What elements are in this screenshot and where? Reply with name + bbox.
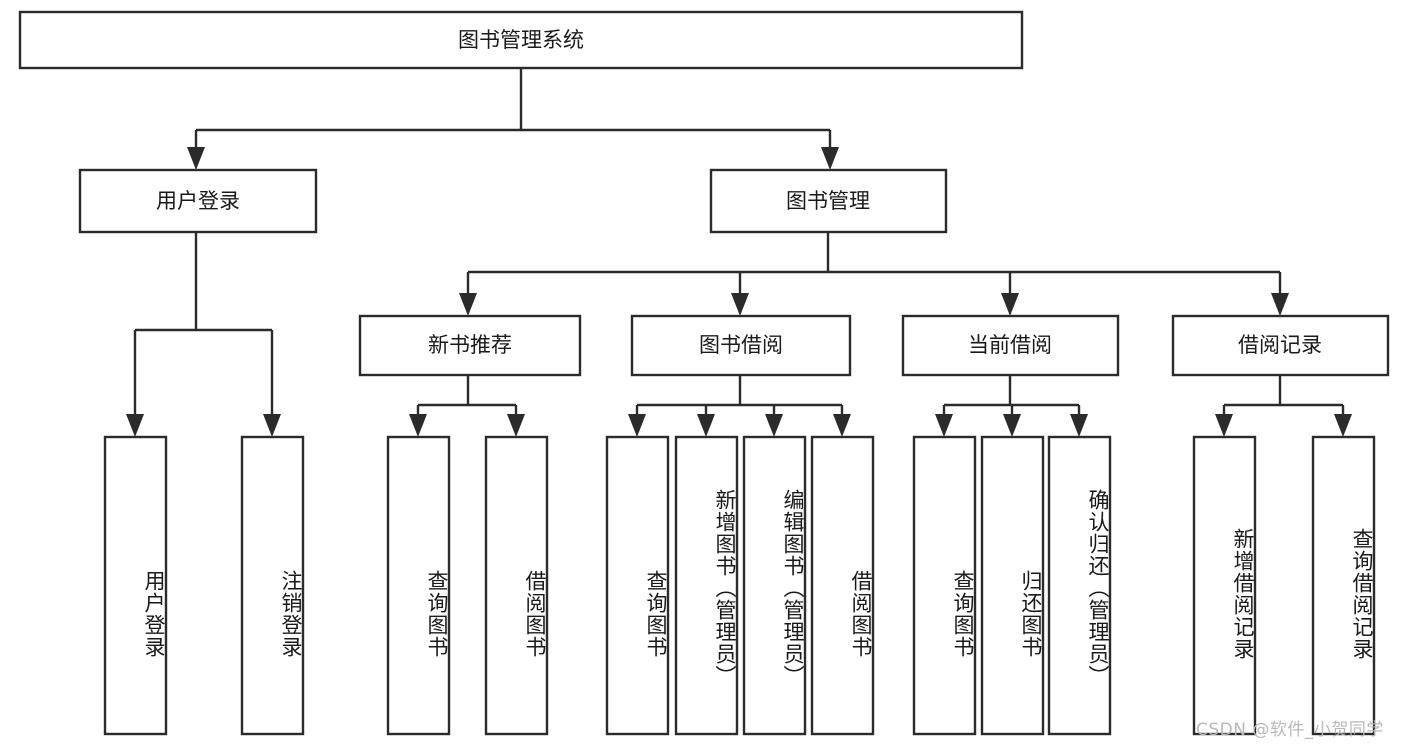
- node-current-borrow-label: 当前借阅: [968, 333, 1052, 357]
- node-root-label: 图书管理系统: [458, 28, 584, 52]
- leaf-box-new-book-2[interactable]: [484, 435, 549, 736]
- leaf-box-book-borrow-3[interactable]: [742, 435, 807, 736]
- connector-group-user-login: [126, 232, 281, 437]
- leaf-group-book-borrow: [605, 435, 875, 736]
- arrow-head-current-borrow-leaf-1: [935, 414, 953, 437]
- leaf-group-current-borrow: [912, 435, 1112, 736]
- leaf-box-user-login-1[interactable]: [103, 435, 168, 736]
- node-borrow-records[interactable]: 借阅记录: [1171, 314, 1390, 377]
- node-user-login-box[interactable]: [78, 168, 318, 234]
- connector-group-new-book: [409, 375, 525, 437]
- node-new-book-recommend-label: 新书推荐: [428, 333, 512, 357]
- leaf-box-current-borrow-3[interactable]: [1047, 435, 1112, 736]
- node-book-borrow-label: 图书借阅: [699, 333, 783, 357]
- arrow-head-book-manage: [821, 147, 839, 170]
- arrow-head-current-borrow-leaf-3: [1070, 414, 1088, 437]
- arrow-head-borrow-records: [1271, 293, 1289, 316]
- arrow-head-new-book: [459, 293, 477, 316]
- connector-group-book-manage: [459, 232, 1289, 316]
- arrow-head-new-book-leaf-2: [507, 414, 525, 437]
- leaf-group-user-login: [103, 435, 305, 736]
- node-user-login-label: 用户登录: [156, 189, 240, 213]
- csdn-watermark: CSDN @软件_小贺同学: [1196, 720, 1384, 740]
- arrow-head-book-borrow-leaf-1: [628, 414, 646, 437]
- arrow-head-borrow-records-leaf-2: [1334, 414, 1352, 437]
- leaf-box-book-borrow-4[interactable]: [810, 435, 875, 736]
- node-book-borrow-box[interactable]: [630, 314, 852, 377]
- node-borrow-records-box[interactable]: [1171, 314, 1390, 377]
- arrow-head-current-borrow: [1001, 293, 1019, 316]
- node-current-borrow-box[interactable]: [901, 314, 1120, 377]
- node-current-borrow[interactable]: 当前借阅: [901, 314, 1120, 377]
- leaf-box-current-borrow-1[interactable]: [912, 435, 977, 736]
- connector-group-current-borrow: [935, 375, 1088, 437]
- node-book-manage-box[interactable]: [709, 168, 948, 234]
- leaf-box-current-borrow-2[interactable]: [980, 435, 1045, 736]
- leaf-box-user-login-2[interactable]: [240, 435, 305, 736]
- arrow-head-book-borrow-leaf-4: [833, 414, 851, 437]
- leaf-group-borrow-records: [1192, 435, 1376, 736]
- node-book-borrow[interactable]: 图书借阅: [630, 314, 852, 377]
- node-new-book-recommend-box[interactable]: [358, 314, 582, 377]
- connector-group-book-borrow: [628, 375, 851, 437]
- leaf-box-borrow-records-2[interactable]: [1311, 435, 1376, 736]
- leaf-box-new-book-1[interactable]: [386, 435, 451, 736]
- leaf-box-book-borrow-2[interactable]: [674, 435, 739, 736]
- leaf-box-book-borrow-1[interactable]: [605, 435, 670, 736]
- arrow-head-borrow-records-leaf-1: [1215, 414, 1233, 437]
- arrow-head-user-login-leaf-2: [263, 414, 281, 437]
- node-book-manage-label: 图书管理: [786, 189, 870, 213]
- leaf-box-borrow-records-1[interactable]: [1192, 435, 1257, 736]
- node-user-login[interactable]: 用户登录: [78, 168, 318, 234]
- arrow-head-user-login-leaf-1: [126, 414, 144, 437]
- arrow-head-book-borrow-leaf-2: [697, 414, 715, 437]
- arrow-head-book-borrow: [731, 293, 749, 316]
- node-root[interactable]: 图书管理系统: [18, 10, 1024, 70]
- connector-group-borrow-records: [1215, 375, 1352, 437]
- arrow-head-new-book-leaf-1: [409, 414, 427, 437]
- node-borrow-records-label: 借阅记录: [1238, 333, 1322, 357]
- connector-group-root: [187, 68, 839, 170]
- arrow-head-book-borrow-leaf-3: [765, 414, 783, 437]
- node-root-box[interactable]: [18, 10, 1024, 70]
- arrow-head-user-login: [187, 147, 205, 170]
- arrow-head-current-borrow-leaf-2: [1003, 414, 1021, 437]
- node-new-book-recommend[interactable]: 新书推荐: [358, 314, 582, 377]
- node-book-manage[interactable]: 图书管理: [709, 168, 948, 234]
- leaf-group-new-book: [386, 435, 549, 736]
